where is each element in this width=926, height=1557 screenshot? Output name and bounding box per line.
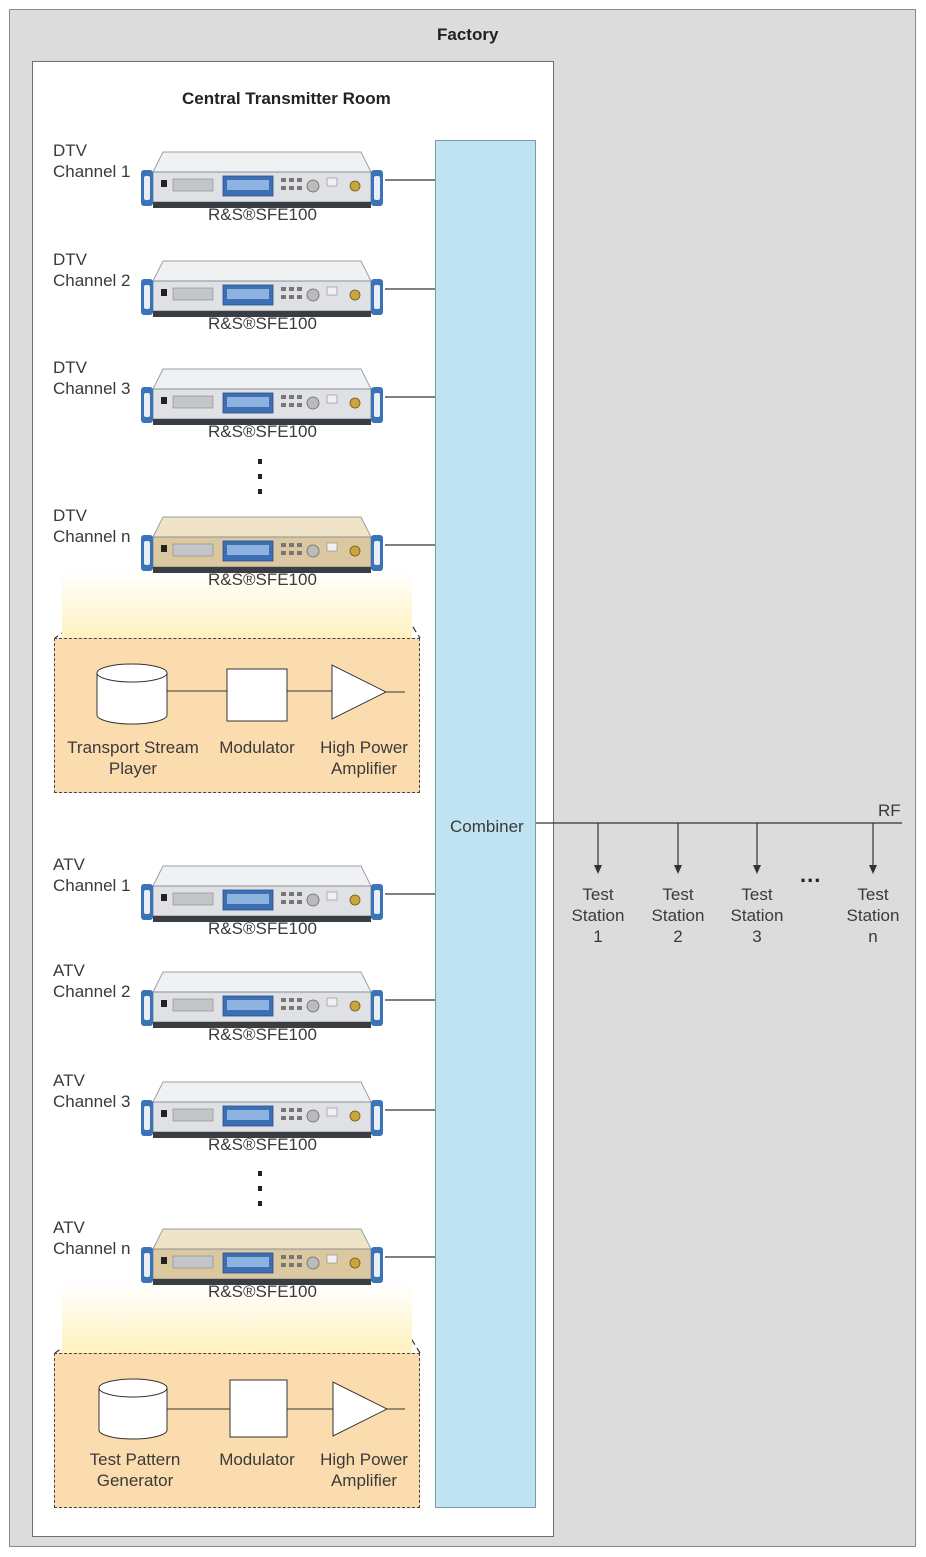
sfe100-device-highlighted [141, 1223, 385, 1289]
combiner [435, 140, 536, 1508]
arrow-n [869, 865, 877, 874]
atv-amplifier-label: High Power Amplifier [320, 1450, 408, 1490]
device-model-label: R&S®SFE100 [208, 314, 317, 333]
dtv-modulator-label: Modulator [219, 738, 295, 757]
sfe100-device [141, 255, 385, 321]
disk-icon [98, 1378, 168, 1440]
channel-label: ATV Channel 3 [53, 1071, 131, 1111]
dtv-detail-glow [62, 570, 412, 638]
factory-title: Factory [437, 25, 499, 44]
modulator-block [229, 1379, 288, 1438]
sfe100-device-highlighted [141, 511, 385, 577]
sfe100-device [141, 363, 385, 429]
atv-signal-chain [98, 1378, 405, 1440]
test-station: Test Station 3 [730, 885, 784, 946]
dot-ellipsis [258, 474, 262, 479]
channel-label: ATV Channel 1 [53, 855, 131, 895]
atv-channel-detail: Test Pattern Generator Modulator High Po… [54, 1353, 420, 1508]
channel-label: ATV Channel n [53, 1218, 131, 1258]
dot-ellipsis [258, 1186, 262, 1191]
sfe100-device [141, 1076, 385, 1142]
stations-ellipsis: ... [800, 862, 822, 887]
device-model-label: R&S®SFE100 [208, 1135, 317, 1154]
test-station: Test Station 2 [651, 885, 705, 946]
disk-icon-rim [96, 672, 168, 683]
sfe100-device [141, 860, 385, 926]
dot-ellipsis [258, 1171, 262, 1176]
channel-label: DTV Channel 3 [53, 358, 131, 398]
arrow-2 [674, 865, 682, 874]
atv-source-label: Test Pattern Generator [89, 1450, 181, 1490]
device-model-label: R&S®SFE100 [208, 205, 317, 224]
dot-ellipsis [258, 489, 262, 494]
dtv-signal-chain [96, 663, 405, 725]
disk-icon-rim [98, 1387, 168, 1398]
sfe100-device [141, 966, 385, 1032]
atv-detail-glow [62, 1282, 412, 1353]
channel-label: ATV Channel 2 [53, 961, 131, 1001]
sfe100-device [141, 146, 385, 212]
modulator-block [226, 668, 288, 722]
test-station: Test Station 1 [571, 885, 625, 946]
dtv-channel-detail: Transport Stream Player Modulator High P… [54, 638, 420, 793]
rf-label: RF [878, 801, 901, 820]
device-model-label: R&S®SFE100 [208, 1282, 317, 1301]
device-model-label: R&S®SFE100 [208, 570, 317, 589]
dot-ellipsis [258, 459, 262, 464]
channel-label: DTV Channel n [53, 506, 131, 546]
atv-modulator-label: Modulator [219, 1450, 295, 1469]
device-model-label: R&S®SFE100 [208, 919, 317, 938]
test-station: Test Station n [846, 885, 900, 946]
disk-icon [96, 663, 168, 725]
dot-ellipsis [258, 1201, 262, 1206]
dtv-amplifier-label: High Power Amplifier [320, 738, 408, 778]
channel-label: DTV Channel 1 [53, 141, 131, 181]
room-title: Central Transmitter Room [182, 89, 391, 108]
amplifier-triangle-icon [332, 1381, 389, 1437]
channel-label: DTV Channel 2 [53, 250, 131, 290]
amplifier-triangle-icon [331, 664, 388, 720]
arrow-3 [753, 865, 761, 874]
combiner-label: Combiner [450, 817, 524, 836]
arrow-1 [594, 865, 602, 874]
device-model-label: R&S®SFE100 [208, 422, 317, 441]
dtv-source-label: Transport Stream Player [67, 738, 199, 778]
device-model-label: R&S®SFE100 [208, 1025, 317, 1044]
